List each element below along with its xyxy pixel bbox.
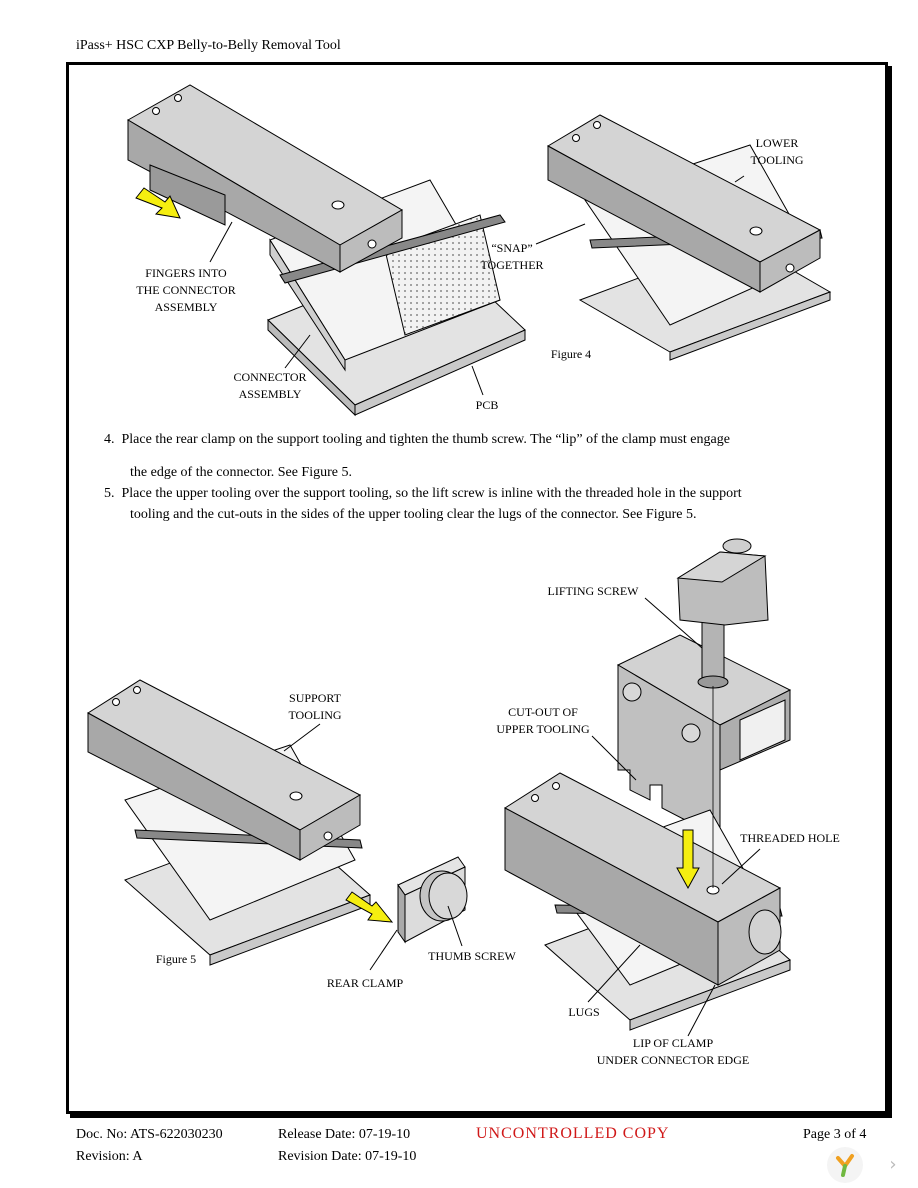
label-line: THE CONNECTOR — [136, 283, 236, 297]
label-line: TOOLING — [288, 708, 342, 722]
figure5-left-assembly — [87, 679, 371, 966]
figure4-right-assembly — [546, 114, 832, 361]
figure5-caption: Figure 5 — [155, 952, 197, 966]
figure4-left-assembly — [126, 84, 526, 417]
step-4-continuation: the edge of the connector. See Figure 5. — [130, 465, 352, 480]
label-lower-tooling: LOWER TOOLING — [740, 135, 814, 169]
label-threaded-hole: THREADED HOLE — [740, 831, 840, 845]
label-line: UNDER CONNECTOR EDGE — [596, 1053, 750, 1067]
label-line: UPPER TOOLING — [496, 722, 590, 736]
label-lifting-screw: LIFTING SCREW — [547, 584, 639, 598]
label-fingers-into-connector: FINGERS INTO THE CONNECTOR ASSEMBLY — [126, 265, 246, 316]
step-text: Place the upper tooling over the support… — [121, 486, 742, 501]
label-line: TOOLING — [750, 153, 804, 167]
label-lip-of-clamp: LIP OF CLAMP UNDER CONNECTOR EDGE — [590, 1035, 756, 1069]
label-lugs: LUGS — [568, 1005, 600, 1019]
label-connector-assembly: CONNECTOR ASSEMBLY — [220, 369, 320, 403]
label-line: ASSEMBLY — [238, 387, 302, 401]
figure5-lower-arrow — [676, 829, 700, 890]
label-line: LIP OF CLAMP — [632, 1036, 714, 1050]
figure5-left-leaders — [283, 723, 463, 971]
label-thumb-screw: THUMB SCREW — [428, 949, 516, 963]
step-5: 5. Place the upper tooling over the supp… — [104, 486, 742, 502]
label-line: LOWER — [755, 136, 799, 150]
figure4-left-leaders — [209, 221, 484, 396]
step-number: 4. — [104, 432, 115, 447]
rear-clamp-part — [397, 856, 468, 944]
step-text: Place the rear clamp on the support tool… — [121, 432, 730, 447]
document-header-title: iPass+ HSC CXP Belly-to-Belly Removal To… — [76, 38, 341, 53]
figure4-caption: Figure 4 — [550, 347, 592, 361]
figure5-clamp-arrow — [345, 891, 394, 923]
viewer-logo-icon[interactable] — [826, 1146, 864, 1184]
figure4-right-leaders — [535, 175, 745, 245]
label-line: SUPPORT — [289, 691, 341, 705]
step-4: 4. Place the rear clamp on the support t… — [104, 432, 730, 448]
label-line: “SNAP” — [491, 241, 533, 255]
label-snap-together: “SNAP” TOGETHER — [470, 240, 554, 274]
label-pcb: PCB — [475, 398, 499, 412]
footer-page-number: Page 3 of 4 — [803, 1127, 867, 1142]
lifting-screw-part — [676, 538, 769, 689]
label-line: CONNECTOR — [233, 370, 307, 384]
figure4-push-arrow — [135, 187, 181, 219]
step-5-continuation: tooling and the cut-outs in the sides of… — [130, 507, 697, 522]
footer-revision: Revision: A — [76, 1149, 143, 1164]
label-line: ASSEMBLY — [154, 300, 218, 314]
figure5-right-leaders — [587, 597, 761, 1037]
label-line: FINGERS INTO — [145, 266, 227, 280]
uncontrolled-copy-stamp: UNCONTROLLED COPY — [476, 1125, 670, 1142]
footer-release-date: Release Date: 07-19-10 — [278, 1127, 411, 1142]
footer-doc-no: Doc. No: ATS-622030230 — [76, 1127, 223, 1142]
label-line: CUT-OUT OF — [508, 705, 578, 719]
step-number: 5. — [104, 486, 115, 501]
label-rear-clamp: REAR CLAMP — [326, 976, 404, 990]
footer-revision-date: Revision Date: 07-19-10 — [278, 1149, 417, 1164]
label-line: TOGETHER — [480, 258, 544, 272]
label-support-tooling: SUPPORT TOOLING — [278, 690, 352, 724]
figure5-right-assembly — [504, 772, 791, 1031]
label-cutout-upper-tooling: CUT-OUT OF UPPER TOOLING — [490, 704, 596, 738]
next-page-chevron-icon[interactable]: › — [889, 1154, 897, 1175]
